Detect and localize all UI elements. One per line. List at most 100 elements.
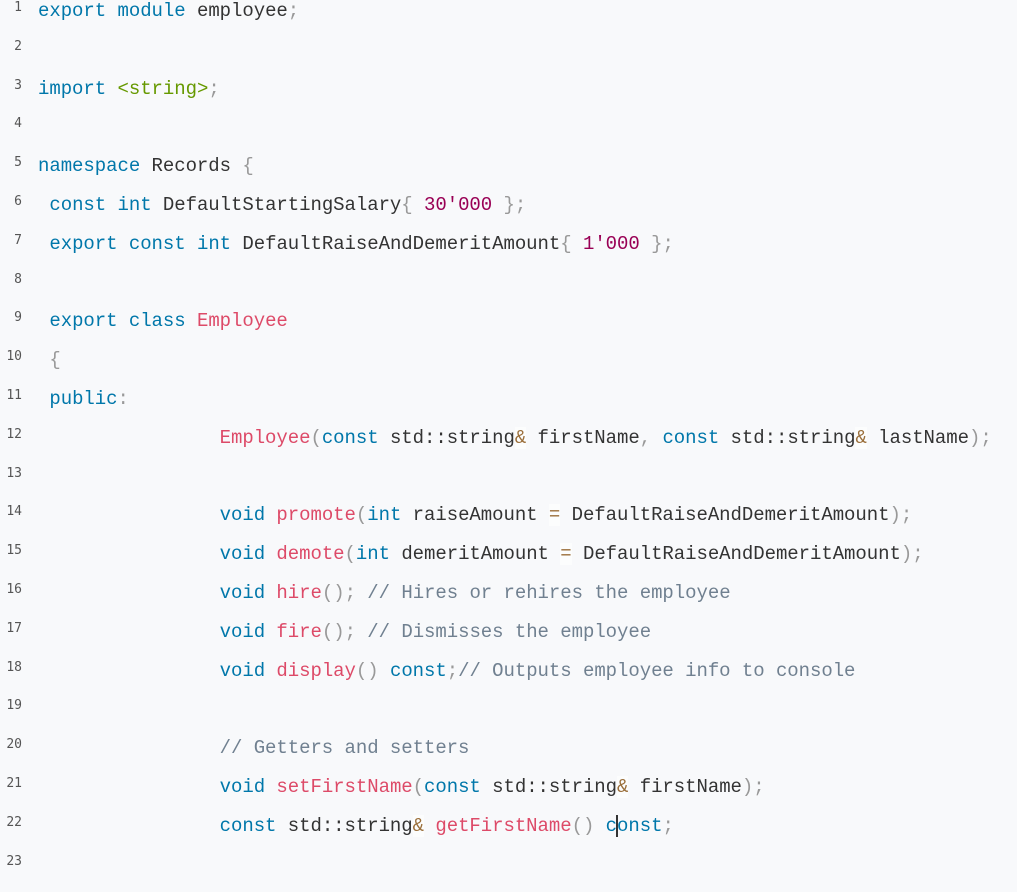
line-number: 12 [6,426,22,442]
line-number: 16 [6,581,22,597]
function-name-token: display [276,659,356,682]
punctuation-token: } [503,193,515,216]
identifier-token: demeritAmount [389,543,561,566]
line-code: void promote(int raiseAmount = DefaultRa… [38,504,912,527]
operator-token: & [412,814,424,837]
keyword-token: public [49,387,118,410]
code-line[interactable]: 12 Employee(const std::string& firstName… [0,426,1017,466]
keyword-token: int [196,232,232,255]
line-number: 14 [6,504,22,520]
line-number: 22 [6,814,22,830]
identifier-token: std::string [719,426,856,449]
punctuation-token: ( [355,504,368,527]
keyword-token: void [219,543,266,566]
code-line[interactable]: 16 void hire(); // Hires or rehires the … [0,582,1017,621]
line-number: 8 [14,271,22,287]
line-code: void hire(); // Hires or rehires the emp… [38,582,731,604]
line-number: 4 [14,116,22,132]
line-code: void demote(int demeritAmount = DefaultR… [38,543,924,566]
identifier-token [265,776,276,798]
code-line[interactable]: 13 [0,466,1017,505]
punctuation-token: ; [344,581,356,604]
keyword-token: const [662,426,720,449]
line-number: 7 [14,232,22,248]
line-number: 1 [14,0,22,15]
code-line[interactable]: 14 void promote(int raiseAmount = Defaul… [0,504,1017,543]
keyword-token: void [219,581,266,604]
identifier-token [265,621,276,643]
number-literal-token: 1'000 [582,232,640,255]
code-line[interactable]: 22 const std::string& getFirstName() con… [0,814,1017,854]
code-line[interactable]: 23 [0,854,1017,892]
identifier-token [413,194,424,216]
code-line[interactable]: 1 export module employee; [0,0,1017,39]
line-number: 10 [6,349,22,365]
line-number: 2 [14,38,22,54]
punctuation-token: ; [912,543,924,566]
comment-token: // Hires or rehires the employee [367,581,731,604]
identifier-token [106,194,117,216]
identifier-token [379,660,390,682]
operator-token: & [855,426,867,449]
function-name-token: setFirstName [276,775,413,798]
identifier-token: lastName [866,426,969,449]
code-line[interactable]: 19 [0,698,1017,737]
keyword-token: void [219,659,266,682]
identifier-token [117,310,128,332]
identifier-token [265,543,276,565]
line-code: void setFirstName(const std::string& fir… [38,775,765,798]
punctuation-token: ) [900,543,913,566]
keyword-token: void [219,775,266,798]
identifier-token [356,621,367,643]
code-line[interactable]: 8 [0,272,1017,311]
keyword-token: void [219,620,266,643]
identifier-token [594,815,605,837]
line-number: 18 [6,659,22,675]
identifier-token [106,78,117,100]
code-line[interactable]: 11 public: [0,388,1017,427]
line-number: 13 [6,465,22,481]
code-line[interactable]: 4 [0,116,1017,155]
code-line[interactable]: 20 // Getters and setters [0,737,1017,776]
punctuation-token: ; [514,193,527,216]
keyword-token: export [49,310,118,333]
punctuation-token: ; [662,814,674,837]
punctuation-token: { [401,193,413,216]
identifier-token [265,504,276,526]
keyword-token: class [128,310,186,333]
punctuation-token: () [321,620,345,643]
code-line[interactable]: 21 void setFirstName(const std::string& … [0,775,1017,815]
function-name-token: promote [276,504,356,527]
identifier-token [356,582,367,604]
identifier-token: std::string [480,775,618,798]
line-code: Employee(const std::string& firstName, c… [38,426,992,449]
punctuation-token: ) [889,504,901,527]
line-code: export module employee; [38,0,299,22]
code-line[interactable]: 2 [0,39,1017,78]
code-line[interactable]: 17 void fire(); // Dismisses the employe… [0,621,1017,660]
code-line[interactable]: 10 { [0,349,1017,388]
punctuation-token: { [49,349,61,372]
keyword-token: module [117,0,186,22]
code-line[interactable]: 6 const int DefaultStartingSalary{ 30'00… [0,194,1017,233]
identifier-token: DefaultRaiseAndDemeritAmount [231,232,561,255]
keyword-token: const [321,426,379,449]
line-code: // Getters and setters [38,737,470,759]
line-number: 15 [6,543,22,559]
operator-token: & [514,426,527,449]
punctuation-token: , [639,426,652,449]
identifier-token: Records [140,155,243,178]
code-line[interactable]: 15 void demote(int demeritAmount = Defau… [0,543,1017,582]
code-line[interactable]: 9 export class Employee [0,310,1017,349]
code-line[interactable]: 18 void display() const;// Outputs emplo… [0,660,1017,699]
line-number: 23 [6,853,22,869]
identifier-token: DefaultRaiseAndDemeritAmount [560,504,890,527]
keyword-token: onst [617,814,663,837]
code-line[interactable]: 7 export const int DefaultRaiseAndDemeri… [0,233,1017,272]
punctuation-token: ) [968,426,981,449]
keyword-token: void [219,504,266,527]
function-name-token: getFirstName [435,814,572,837]
